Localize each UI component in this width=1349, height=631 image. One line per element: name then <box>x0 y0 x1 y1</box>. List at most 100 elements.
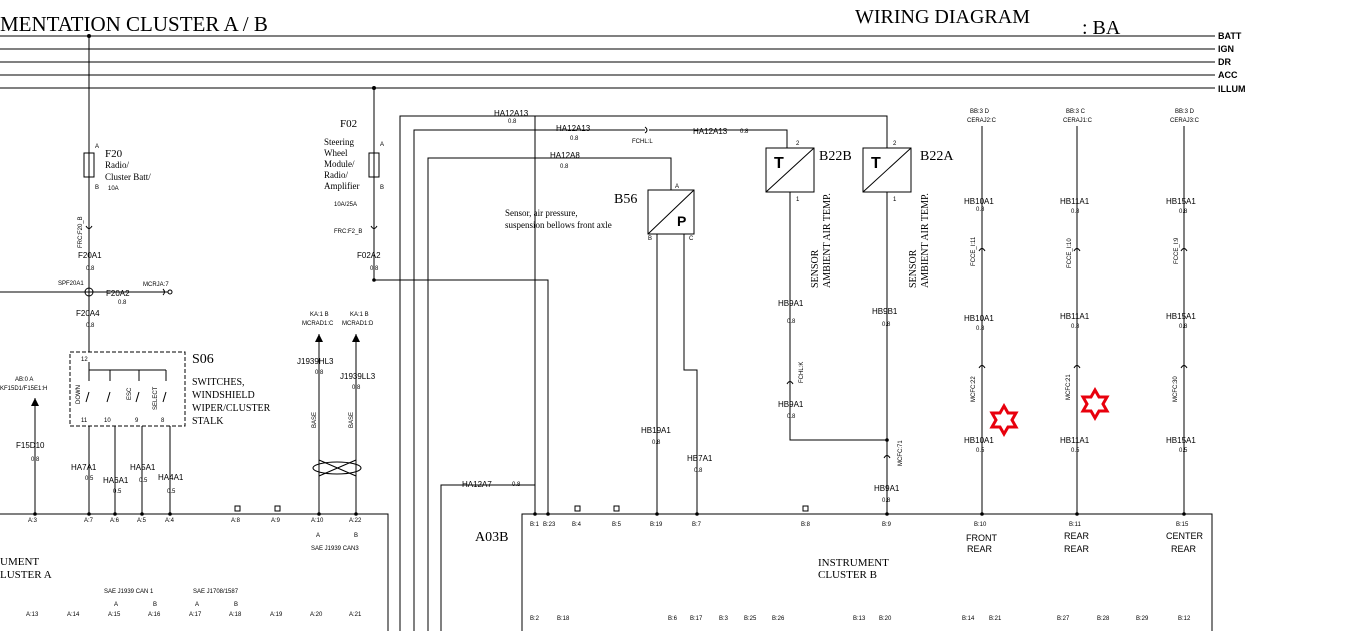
svg-text:B:6: B:6 <box>668 616 678 622</box>
svg-text:KF15D1/F15E1:H: KF15D1/F15E1:H <box>0 386 47 392</box>
svg-text:SENSOR: SENSOR <box>810 249 821 288</box>
svg-text:HB19A1: HB19A1 <box>641 426 671 435</box>
svg-text:11: 11 <box>81 418 88 424</box>
svg-text:B:12: B:12 <box>1178 616 1191 622</box>
power-bus: BATT IGN DR ACC ILLUM <box>0 31 1246 94</box>
svg-text:HB11A1: HB11A1 <box>1060 312 1090 321</box>
svg-text:A:21: A:21 <box>349 612 362 618</box>
svg-text:F02A2: F02A2 <box>357 251 381 260</box>
svg-text:SWITCHES,: SWITCHES, <box>192 377 245 388</box>
svg-text:0.8: 0.8 <box>31 457 40 463</box>
svg-text:FRONT: FRONT <box>966 533 997 543</box>
svg-text:HB10A1: HB10A1 <box>964 197 994 206</box>
svg-text:A:4: A:4 <box>165 518 175 524</box>
svg-text:B:29: B:29 <box>1136 616 1149 622</box>
bus-label-ign: IGN <box>1218 44 1234 54</box>
fuse-f02: A B F02 Steering Wheel Module/ Radio/ Am… <box>324 86 549 514</box>
svg-text:9: 9 <box>135 418 139 424</box>
svg-text:REAR: REAR <box>1064 531 1090 541</box>
svg-text:WIPER/CLUSTER: WIPER/CLUSTER <box>192 403 271 414</box>
svg-text:B:15: B:15 <box>1176 522 1189 528</box>
svg-text:STALK: STALK <box>192 416 224 427</box>
svg-text:F20A4: F20A4 <box>76 309 100 318</box>
svg-text:0.8: 0.8 <box>1179 324 1188 330</box>
svg-text:A:20: A:20 <box>310 612 323 618</box>
svg-text:0.8: 0.8 <box>560 164 569 170</box>
svg-text:0.8: 0.8 <box>352 385 361 391</box>
sensor-b22b: T B22B 2 1 SENSOR AMBIENT AIR TEMP. HB9A… <box>765 141 887 441</box>
wire-hb15: BB:3 D CERAJ3:C HB15A1 0.8 FCCE_I:9 HB15… <box>1166 109 1200 514</box>
marker-star-icon[interactable] <box>989 402 1019 438</box>
svg-text:B:14: B:14 <box>962 616 975 622</box>
svg-text:HB7A1: HB7A1 <box>687 454 713 463</box>
svg-text:B:4: B:4 <box>572 522 582 528</box>
svg-text:0.5: 0.5 <box>976 448 985 454</box>
svg-text:HB9A1: HB9A1 <box>874 484 900 493</box>
wire-hb10: BB:3 D CERAJ2:C HB10A1 0.8 FCCE_I:11 HB1… <box>964 109 997 514</box>
svg-text:0.8: 0.8 <box>694 468 703 474</box>
svg-text:INSTRUMENT: INSTRUMENT <box>818 557 889 569</box>
svg-text:REAR: REAR <box>1064 544 1090 554</box>
svg-text:HA12A13: HA12A13 <box>556 124 591 133</box>
svg-text:F20A1: F20A1 <box>78 251 102 260</box>
svg-text:0.8: 0.8 <box>508 119 517 125</box>
svg-text:Radio/: Radio/ <box>324 170 348 180</box>
svg-text:B:26: B:26 <box>772 616 785 622</box>
svg-text:A: A <box>380 142 384 148</box>
svg-text:B: B <box>95 185 99 191</box>
svg-text:SENSOR: SENSOR <box>908 249 919 288</box>
switch-s06-name: S06 <box>192 352 214 367</box>
svg-text:8: 8 <box>161 418 165 424</box>
marker-star-icon[interactable] <box>1080 386 1110 422</box>
svg-text:10: 10 <box>104 418 111 424</box>
sensor-b56: P B56 Sensor, air pressure, suspension b… <box>505 184 713 514</box>
svg-text:FCCE_I:9: FCCE_I:9 <box>1174 237 1180 264</box>
svg-text:B:28: B:28 <box>1097 616 1110 622</box>
svg-text:HA12A13: HA12A13 <box>494 109 529 118</box>
title-code: : BA <box>1082 17 1121 39</box>
svg-text:0.8: 0.8 <box>1179 209 1188 215</box>
svg-text:1: 1 <box>796 197 800 203</box>
svg-text:MCRAD1:C: MCRAD1:C <box>302 321 334 327</box>
svg-text:T: T <box>774 155 784 172</box>
instrument-cluster-b: A03B INSTRUMENT CLUSTER B B:1 B:23 B:4 B… <box>475 505 1213 631</box>
svg-text:B:3: B:3 <box>719 616 729 622</box>
svg-text:J1939LL3: J1939LL3 <box>340 372 376 381</box>
svg-text:HB10A1: HB10A1 <box>964 314 994 323</box>
svg-text:A:6: A:6 <box>110 518 120 524</box>
svg-text:MCFC:30: MCFC:30 <box>1173 376 1179 402</box>
svg-text:FCCE_I:10: FCCE_I:10 <box>1067 238 1073 268</box>
svg-text:KA:1 B: KA:1 B <box>350 312 369 318</box>
svg-text:B: B <box>648 236 652 242</box>
svg-text:Amplifier: Amplifier <box>324 181 360 191</box>
svg-text:A:14: A:14 <box>67 612 80 618</box>
svg-text:AMBIENT AIR TEMP.: AMBIENT AIR TEMP. <box>920 193 931 288</box>
svg-text:0.5: 0.5 <box>139 478 148 484</box>
svg-text:0.8: 0.8 <box>740 129 749 135</box>
svg-text:FCHL:K: FCHL:K <box>799 362 805 383</box>
svg-text:HB9A1: HB9A1 <box>778 299 804 308</box>
svg-text:BB:3 C: BB:3 C <box>1066 109 1086 115</box>
fuse-f20-name: F20 <box>105 148 123 160</box>
svg-text:0.8: 0.8 <box>1071 324 1080 330</box>
svg-text:MCFC:22: MCFC:22 <box>971 376 977 402</box>
svg-text:REAR: REAR <box>1171 544 1197 554</box>
svg-text:AB:0 A: AB:0 A <box>15 377 33 383</box>
svg-text:0.5: 0.5 <box>113 489 122 495</box>
svg-text:A:19: A:19 <box>270 612 283 618</box>
svg-text:CERAJ1:C: CERAJ1:C <box>1063 118 1093 124</box>
svg-text:A:22: A:22 <box>349 518 362 524</box>
svg-text:A:18: A:18 <box>229 612 242 618</box>
svg-text:BASE: BASE <box>312 412 318 428</box>
svg-text:B:21: B:21 <box>989 616 1002 622</box>
bus-label-batt: BATT <box>1218 31 1242 41</box>
svg-text:BB:3 D: BB:3 D <box>1175 109 1195 115</box>
svg-text:UMENT: UMENT <box>0 556 39 568</box>
svg-text:SPF20A1: SPF20A1 <box>58 281 84 287</box>
svg-text:A: A <box>316 533 320 539</box>
svg-text:Module/: Module/ <box>324 159 355 169</box>
svg-text:A:13: A:13 <box>26 612 39 618</box>
svg-text:J1939HL3: J1939HL3 <box>297 357 334 366</box>
svg-text:A:16: A:16 <box>148 612 161 618</box>
svg-text:MCFC:71: MCFC:71 <box>898 440 904 466</box>
